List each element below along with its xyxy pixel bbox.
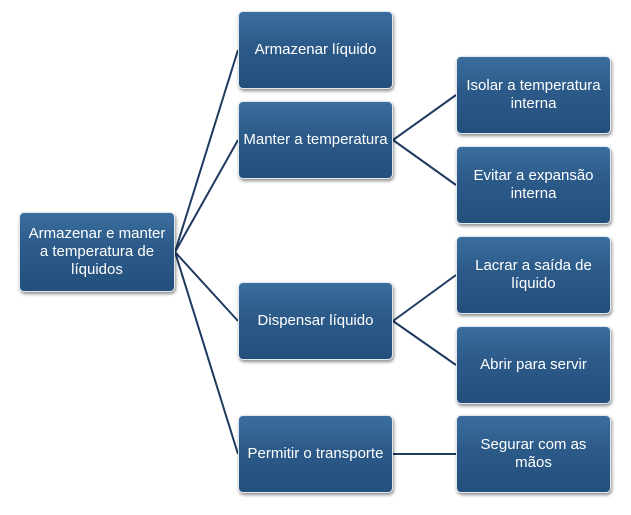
subfunction-node-lacrar: Lacrar a saída de líquido (456, 236, 611, 314)
function-node-armazenar: Armazenar líquido (238, 11, 393, 89)
subfunction-node-abrir: Abrir para servir (456, 326, 611, 404)
root-function-label: Armazenar e manter a temperatura de líqu… (28, 225, 166, 278)
subfunction-node-evitar-expansao: Evitar a expansão interna (456, 146, 611, 224)
function-node-transporte: Permitir o transporte (238, 415, 393, 493)
subfunction-label: Abrir para servir (480, 356, 587, 373)
connector-root-maintain (174, 139, 239, 253)
subfunction-label: Segurar com as mãos (480, 436, 587, 471)
function-label: Manter a temperatura (243, 131, 388, 148)
subfunction-label: Evitar a expansão interna (473, 167, 594, 202)
connector-dispense-open (392, 320, 457, 366)
function-node-dispensar: Dispensar líquido (238, 282, 393, 360)
connector-maintain-avoid (392, 139, 457, 186)
connector-dispense-seal (392, 274, 457, 322)
subfunction-label: Isolar a temperatura interna (466, 77, 601, 112)
subfunction-node-isolar: Isolar a temperatura interna (456, 56, 611, 134)
function-label: Permitir o transporte (247, 445, 384, 462)
subfunction-label: Lacrar a saída de líquido (475, 257, 592, 292)
connector-root-store (174, 49, 239, 253)
connector-root-transport (174, 251, 239, 455)
root-function-node: Armazenar e manter a temperatura de líqu… (19, 212, 175, 292)
connector-maintain-isolate (392, 94, 457, 141)
function-node-manter-temperatura: Manter a temperatura (238, 101, 393, 179)
function-label: Dispensar líquido (257, 312, 374, 329)
subfunction-node-segurar: Segurar com as mãos (456, 415, 611, 493)
connector-root-dispense (174, 251, 239, 322)
function-label: Armazenar líquido (254, 41, 377, 58)
